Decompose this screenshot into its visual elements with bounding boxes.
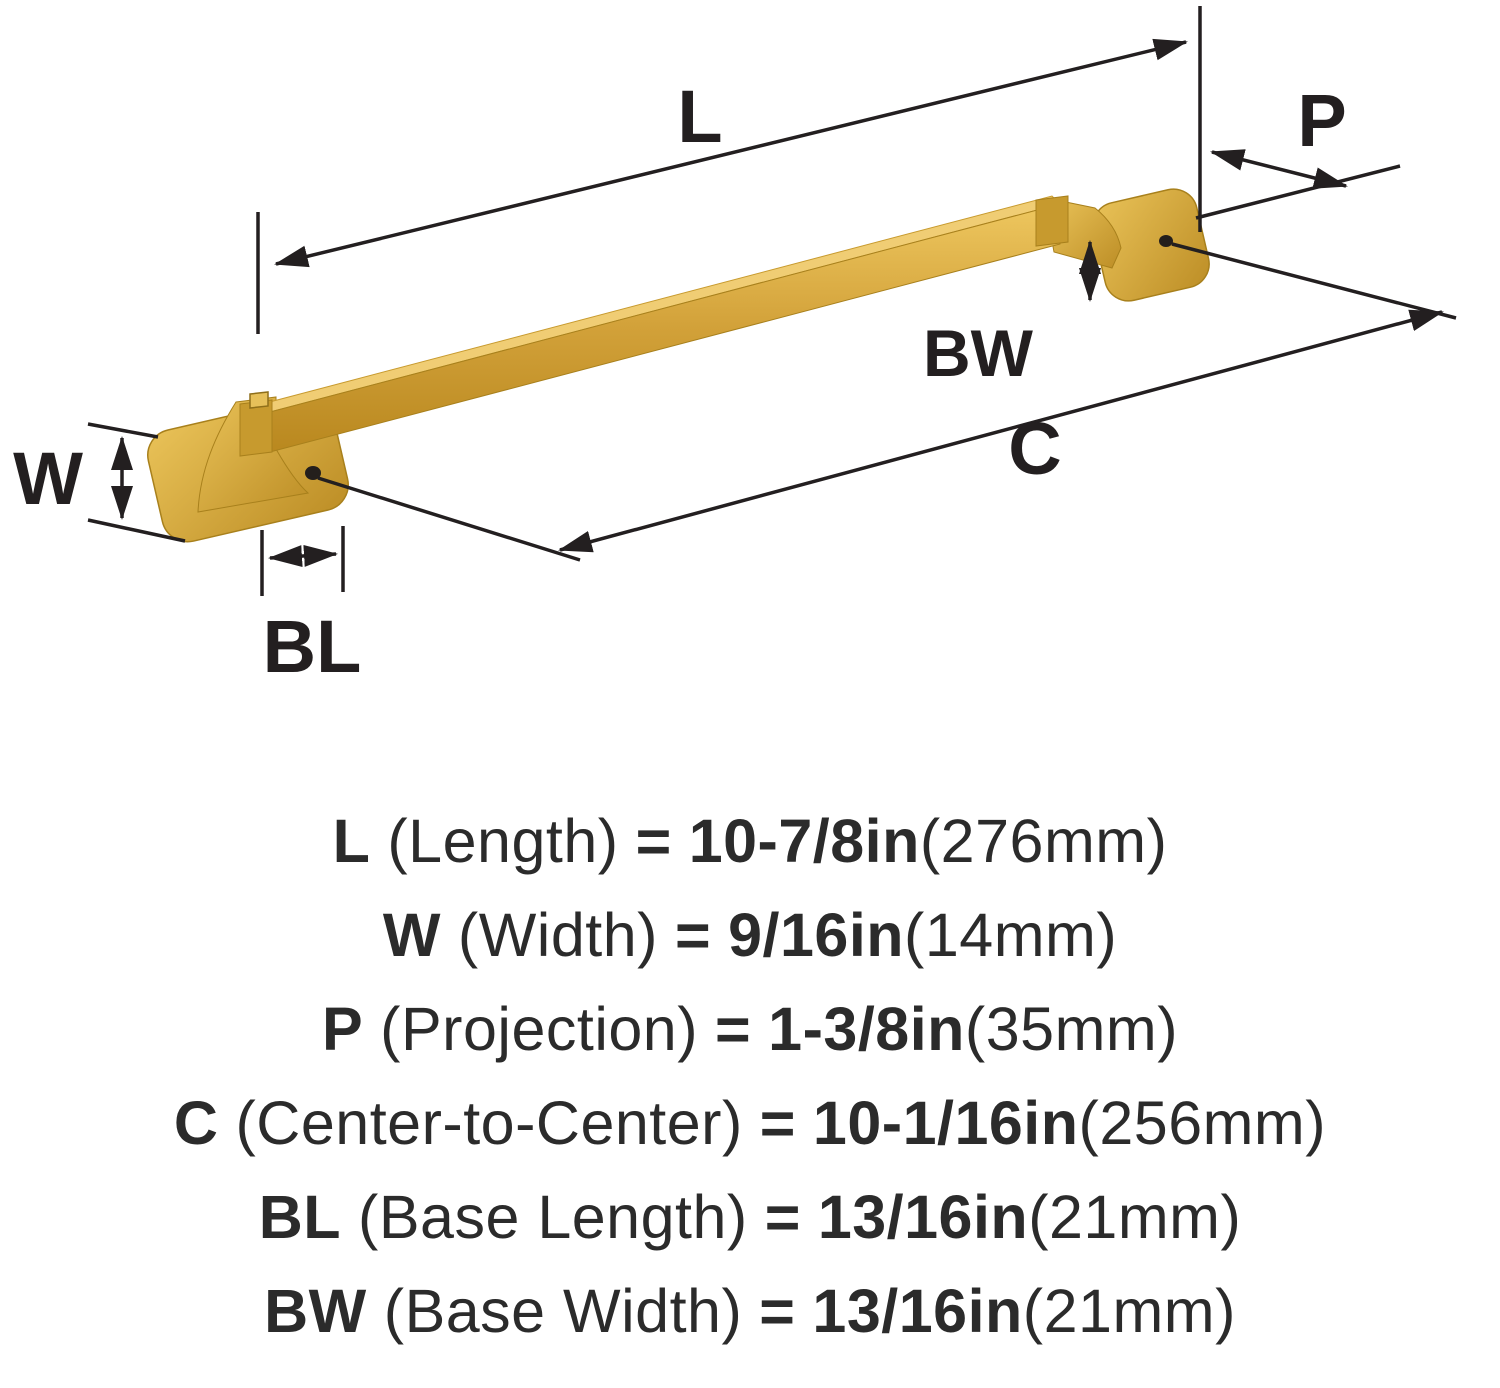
spec-metric: (21mm) bbox=[1028, 1183, 1242, 1251]
left-neck bbox=[239, 399, 273, 457]
spec-row-center-to-center: C(Center-to-Center)=10-1/16in(256mm) bbox=[174, 1076, 1326, 1170]
handle-artwork bbox=[147, 188, 1210, 543]
ext-line-projection bbox=[1195, 164, 1401, 220]
right-neck bbox=[1035, 195, 1069, 247]
spec-value: 10-7/8in bbox=[688, 807, 920, 875]
spec-equals: = bbox=[715, 995, 752, 1063]
spec-equals: = bbox=[635, 807, 672, 875]
spec-name: (Projection) bbox=[380, 995, 699, 1063]
spec-name: (Length) bbox=[387, 807, 619, 875]
dim-label-width: W bbox=[13, 437, 83, 520]
spec-symbol: C bbox=[173, 1089, 219, 1157]
spec-equals: = bbox=[674, 901, 712, 969]
dim-label-base-length: BL bbox=[263, 605, 362, 688]
dim-label-projection: P bbox=[1297, 79, 1346, 162]
spec-equals: = bbox=[764, 1183, 801, 1251]
ext-line-w-bottom bbox=[87, 518, 186, 543]
spec-name: (Base Length) bbox=[358, 1183, 748, 1251]
dimension-lines bbox=[87, 6, 1457, 596]
dim-label-base-width: BW bbox=[923, 316, 1034, 390]
spec-symbol: W bbox=[382, 901, 441, 969]
spec-equals: = bbox=[759, 1277, 796, 1345]
spec-metric: (276mm) bbox=[919, 807, 1168, 875]
spec-row-projection: P(Projection)=1-3/8in(35mm) bbox=[322, 982, 1178, 1076]
spec-metric: (14mm) bbox=[904, 901, 1118, 969]
spec-name: (Width) bbox=[457, 901, 658, 969]
spec-value: 9/16in bbox=[728, 901, 905, 969]
spec-row-length: L(Length)=10-7/8in(276mm) bbox=[333, 794, 1168, 888]
screw-hole-right bbox=[1159, 235, 1173, 247]
spec-value: 13/16in bbox=[817, 1183, 1029, 1251]
spec-row-base-length: BL(Base Length)=13/16in(21mm) bbox=[259, 1170, 1242, 1264]
ext-line-w-top bbox=[87, 422, 159, 439]
spec-metric: (256mm) bbox=[1078, 1089, 1327, 1157]
spec-symbol: P bbox=[321, 995, 364, 1063]
spec-row-width: W(Width)=9/16in(14mm) bbox=[383, 888, 1117, 982]
spec-name: (Base Width) bbox=[383, 1277, 743, 1345]
spec-value: 13/16in bbox=[812, 1277, 1023, 1345]
spec-metric: (21mm) bbox=[1022, 1277, 1236, 1345]
dim-line-length bbox=[274, 38, 1188, 268]
dim-label-length: L bbox=[677, 75, 722, 158]
spec-symbol: L bbox=[332, 807, 371, 875]
spec-value: 1-3/8in bbox=[768, 995, 965, 1063]
spec-symbol: BW bbox=[264, 1277, 367, 1345]
dim-label-center-to-center: C bbox=[1008, 407, 1061, 490]
spec-metric: (35mm) bbox=[964, 995, 1179, 1063]
left-neck-notch bbox=[249, 391, 269, 409]
dimension-diagram: L P BW C W BL bbox=[13, 6, 1457, 688]
spec-equals: = bbox=[759, 1089, 796, 1157]
spec-legend: L(Length)=10-7/8in(276mm) W(Width)=9/16i… bbox=[0, 794, 1500, 1358]
spec-name: (Center-to-Center) bbox=[235, 1089, 743, 1157]
spec-symbol: BL bbox=[258, 1183, 342, 1251]
dim-line-base-length bbox=[268, 544, 338, 568]
spec-value: 10-1/16in bbox=[812, 1089, 1079, 1157]
ext-line-c-left bbox=[317, 476, 581, 562]
screw-hole-left bbox=[305, 466, 321, 480]
dim-line-projection bbox=[1210, 149, 1348, 189]
dim-line-center-to-center bbox=[558, 309, 1444, 553]
spec-row-base-width: BW(Base Width)=13/16in(21mm) bbox=[264, 1264, 1236, 1358]
ext-line-c-right bbox=[1171, 242, 1457, 320]
